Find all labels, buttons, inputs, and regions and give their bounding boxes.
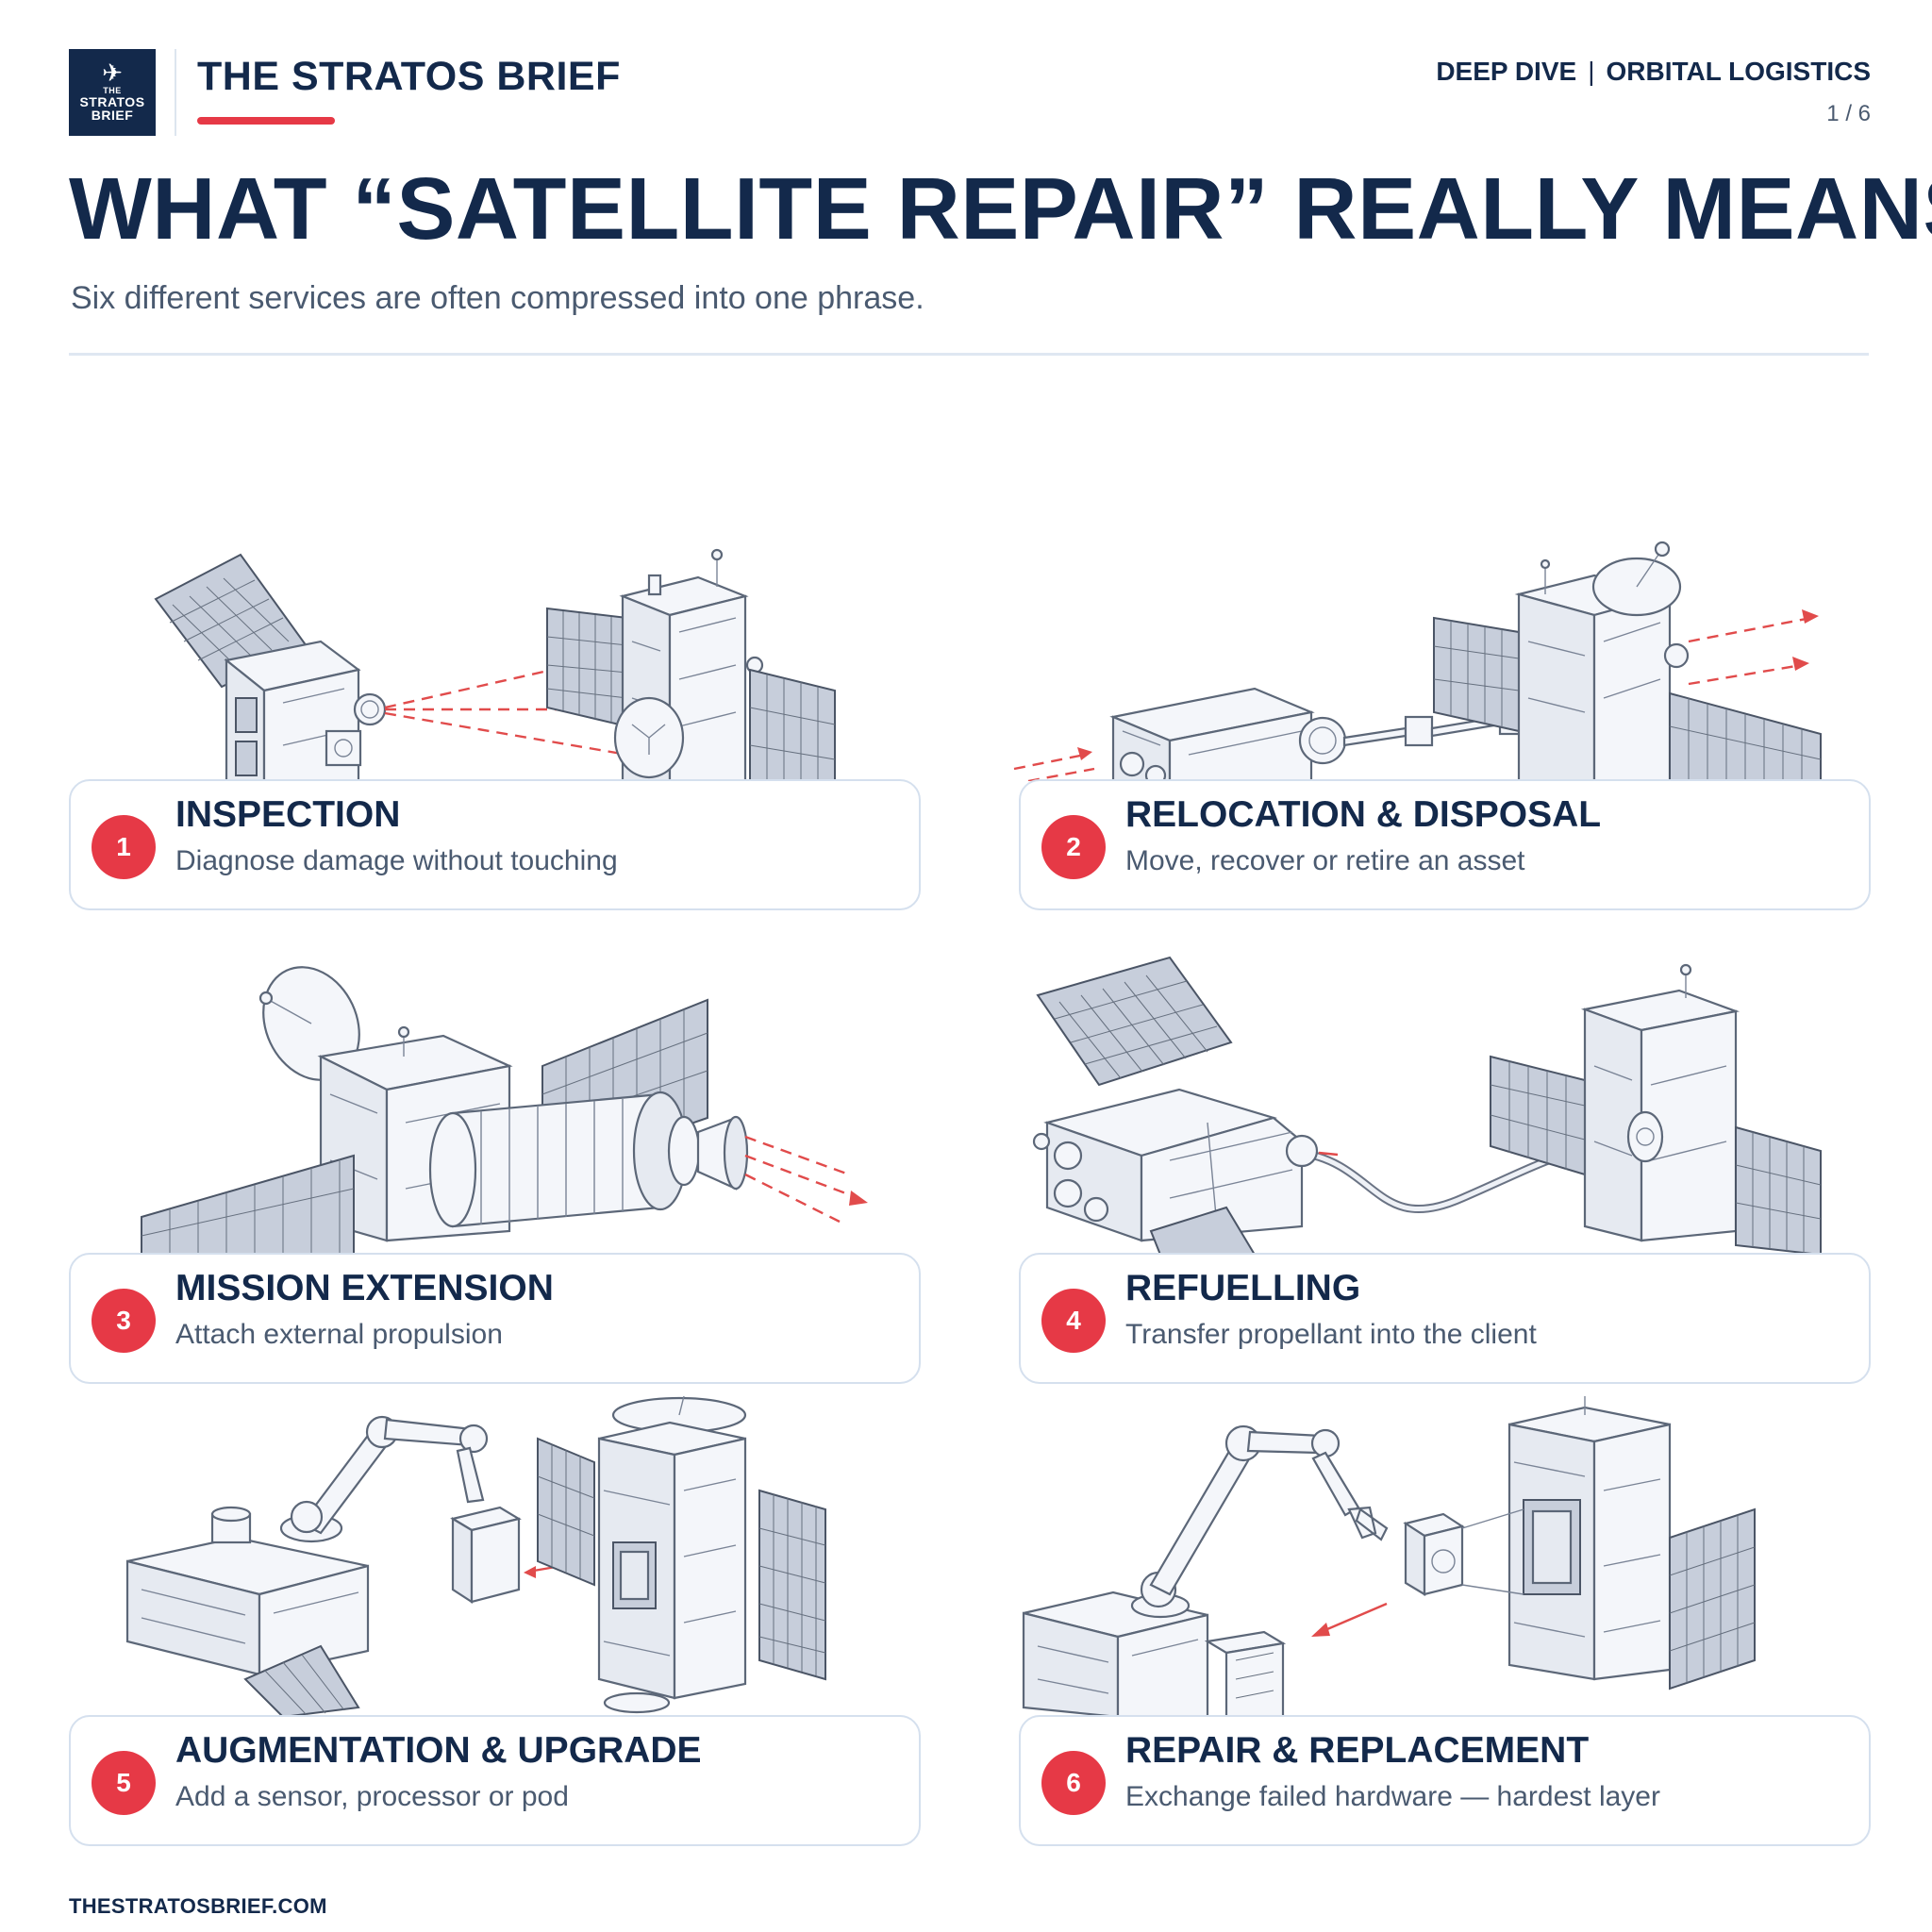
page-indicator: 1 / 6	[1826, 101, 1871, 126]
section-tags: DEEP DIVE | ORBITAL LOGISTICS	[1436, 57, 1871, 87]
tag-deep-dive[interactable]: DEEP DIVE	[1436, 57, 1577, 86]
service-description: Move, recover or retire an asset	[1125, 845, 1525, 876]
footer-url[interactable]: THESTRATOSBRIEF.COM	[69, 1894, 327, 1918]
service-card-refuelling[interactable]: 4 REFUELLING Transfer propellant into th…	[1019, 1253, 1871, 1384]
service-number-badge: 4	[1041, 1289, 1106, 1353]
logo-line-2: STRATOS	[79, 94, 145, 109]
service-title: MISSION EXTENSION	[175, 1268, 554, 1308]
page-title: WHAT “SATELLITE REPAIR” REALLY MEANS	[69, 159, 1932, 258]
tag-orbital-logistics[interactable]: ORBITAL LOGISTICS	[1606, 57, 1871, 86]
refuelling-illustration	[1019, 953, 1830, 1255]
service-number-badge: 3	[92, 1289, 156, 1353]
brand-name: THE STRATOS BRIEF	[197, 54, 621, 99]
service-card-augmentation[interactable]: 5 AUGMENTATION & UPGRADE Add a sensor, p…	[69, 1715, 921, 1846]
service-description: Attach external propulsion	[175, 1319, 503, 1350]
relocation-illustration	[1009, 528, 1858, 781]
service-title: REFUELLING	[1125, 1268, 1361, 1308]
service-card-mission-extension[interactable]: 3 MISSION EXTENSION Attach external prop…	[69, 1253, 921, 1384]
header-divider	[175, 49, 176, 136]
brand-logo: ✈ THE STRATOS BRIEF	[69, 49, 156, 136]
repair-illustration	[1019, 1396, 1830, 1717]
service-description: Exchange failed hardware — hardest layer	[1125, 1781, 1660, 1812]
mission-extension-illustration	[132, 953, 943, 1255]
service-card-inspection[interactable]: 1 INSPECTION Diagnose damage without tou…	[69, 779, 921, 910]
service-title: INSPECTION	[175, 794, 401, 835]
service-description: Diagnose damage without touching	[175, 845, 618, 876]
service-card-relocation[interactable]: 2 RELOCATION & DISPOSAL Move, recover or…	[1019, 779, 1871, 910]
airplane-icon: ✈	[102, 59, 123, 88]
service-title: REPAIR & REPLACEMENT	[1125, 1730, 1590, 1771]
brand-underline	[197, 117, 335, 125]
service-description: Transfer propellant into the client	[1125, 1319, 1537, 1350]
header-rule	[69, 353, 1869, 356]
service-title: AUGMENTATION & UPGRADE	[175, 1730, 702, 1771]
service-title: RELOCATION & DISPOSAL	[1125, 794, 1602, 835]
service-card-repair[interactable]: 6 REPAIR & REPLACEMENT Exchange failed h…	[1019, 1715, 1871, 1846]
page-subtitle: Six different services are often compres…	[71, 280, 924, 316]
inspection-illustration	[132, 528, 943, 781]
service-description: Add a sensor, processor or pod	[175, 1781, 569, 1812]
logo-line-3: BRIEF	[91, 108, 134, 123]
service-number-badge: 6	[1041, 1751, 1106, 1815]
service-number-badge: 2	[1041, 815, 1106, 879]
service-number-badge: 5	[92, 1751, 156, 1815]
service-number-badge: 1	[92, 815, 156, 879]
logo-line-1: THE	[103, 86, 122, 95]
augmentation-illustration	[123, 1396, 934, 1717]
tag-separator: |	[1588, 57, 1595, 86]
